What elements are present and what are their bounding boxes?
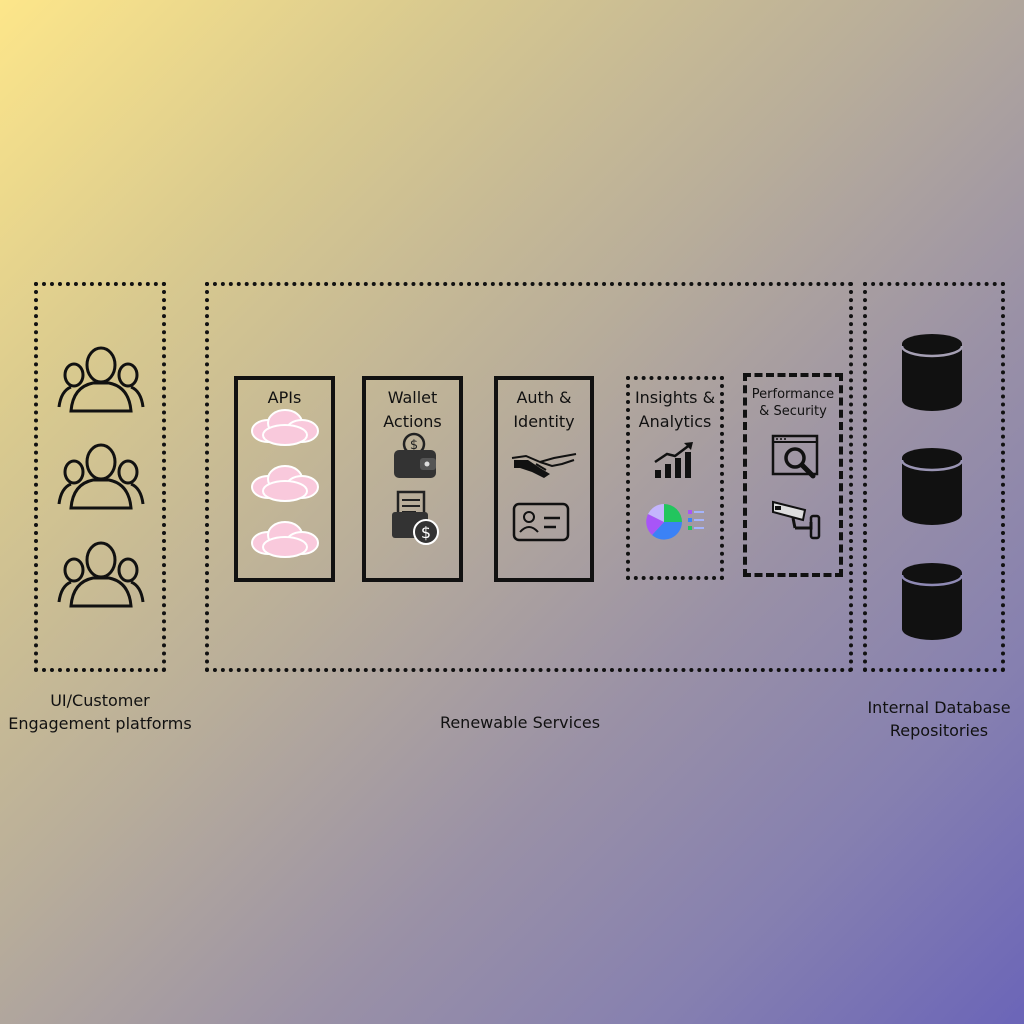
growth-chart-icon [654, 442, 693, 478]
ui-platforms-label: UI/Customer Engagement platforms [0, 689, 200, 735]
perf-title: Performance & Security [747, 386, 839, 420]
database-icon [900, 563, 964, 640]
invoice-dollar-icon: $ [392, 490, 439, 545]
cloud-icon [251, 409, 319, 446]
users-group-icon [57, 346, 145, 413]
wallet-icon: $ [394, 432, 436, 478]
db-label-line2: Repositories [889, 721, 989, 740]
perf-title-line2: & Security [759, 404, 827, 419]
security-camera-icon [772, 500, 821, 540]
auth-identity-module: Auth & Identity [494, 376, 594, 582]
apis-module: APIs [234, 376, 335, 582]
svg-text:$: $ [421, 523, 431, 542]
insights-analytics-module: Insights & Analytics [626, 376, 724, 580]
database-icon [900, 448, 964, 525]
cloud-icon [251, 465, 319, 502]
performance-security-module: Performance & Security [743, 373, 843, 577]
wallet-title-line1: Wallet [387, 388, 438, 407]
database-icon [900, 334, 964, 411]
db-label-line1: Internal Database [867, 698, 1011, 717]
pie-chart-icon [646, 504, 704, 540]
insights-title-line1: Insights & [634, 388, 716, 407]
insights-title: Insights & Analytics [630, 386, 720, 434]
insights-title-line2: Analytics [638, 412, 712, 431]
renewable-services-label: Renewable Services [439, 713, 601, 732]
svg-text:$: $ [410, 438, 418, 453]
cloud-icon [251, 521, 319, 558]
perf-title-line1: Performance [751, 387, 835, 402]
auth-title-line2: Identity [513, 412, 575, 431]
auth-title-line1: Auth & [516, 388, 572, 407]
wallet-title: Wallet Actions [366, 386, 459, 434]
browser-search-icon [771, 434, 819, 479]
wallet-title-line2: Actions [383, 412, 442, 431]
ui-label-line1: UI/Customer [50, 691, 150, 710]
wallet-actions-module: Wallet Actions [362, 376, 463, 582]
renewable-services-group [205, 282, 853, 672]
users-group-icon [57, 443, 145, 510]
database-repositories-group [863, 282, 1005, 672]
database-repositories-label: Internal Database Repositories [856, 696, 1022, 742]
ui-label-line2: Engagement platforms [8, 714, 192, 733]
ui-platforms-group [34, 282, 166, 672]
users-group-icon [57, 541, 145, 608]
apis-title: APIs [267, 388, 302, 407]
auth-title: Auth & Identity [498, 386, 590, 434]
handshake-icon [511, 453, 577, 478]
id-card-icon [512, 502, 570, 542]
